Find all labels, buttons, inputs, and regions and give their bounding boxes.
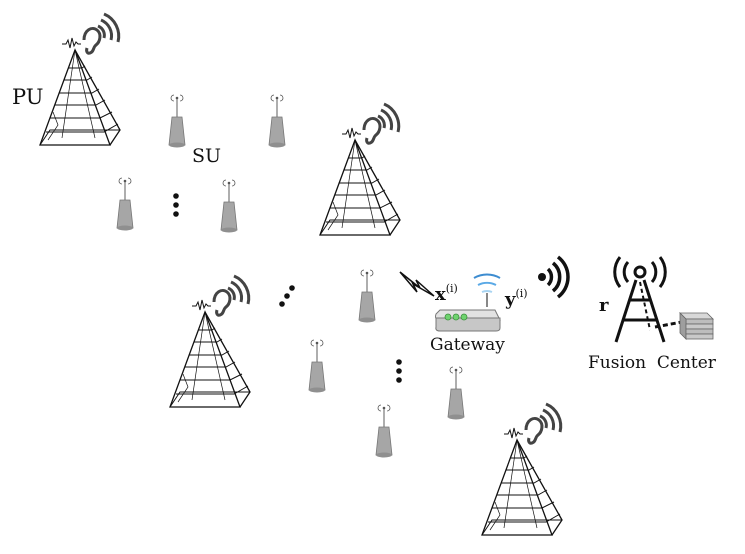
su-label: SU bbox=[192, 145, 221, 167]
su-sensor-7 bbox=[447, 366, 465, 421]
lightning-bolt-icon bbox=[399, 271, 435, 297]
su-sensor-4 bbox=[220, 179, 238, 234]
pu-tower-3 bbox=[168, 274, 252, 409]
pu-label: PU bbox=[12, 85, 43, 109]
diagonal-dots bbox=[279, 285, 295, 307]
y-signal-label: y(i) bbox=[504, 287, 528, 310]
pu-tower-2 bbox=[318, 102, 402, 237]
su-sensor-6 bbox=[308, 339, 326, 394]
su-sensor-5 bbox=[358, 269, 376, 324]
radio-mast-icon bbox=[613, 256, 667, 343]
wifi-router-icon bbox=[435, 273, 501, 332]
gateway-label: Gateway bbox=[430, 335, 505, 355]
server-stack-icon bbox=[679, 312, 714, 340]
fusion-center-label: Fusion Center bbox=[588, 353, 717, 373]
y-signal-superscript: (i) bbox=[515, 287, 527, 300]
su-sensor-8 bbox=[375, 404, 393, 459]
su-sensor-2 bbox=[268, 94, 286, 149]
pu-tower-1 bbox=[38, 12, 122, 147]
x-signal-superscript: (i) bbox=[446, 282, 458, 295]
r-label: r bbox=[599, 295, 609, 316]
x-signal-label: x(i) bbox=[435, 282, 458, 305]
su-sensor-3 bbox=[116, 177, 134, 232]
dashed-link bbox=[654, 320, 683, 329]
pu-tower-4 bbox=[480, 402, 564, 537]
su-sensor-1 bbox=[168, 94, 186, 149]
vertical-dots-1 bbox=[173, 193, 179, 217]
signal-waves-icon bbox=[538, 255, 570, 299]
vertical-dots-2 bbox=[396, 359, 402, 383]
